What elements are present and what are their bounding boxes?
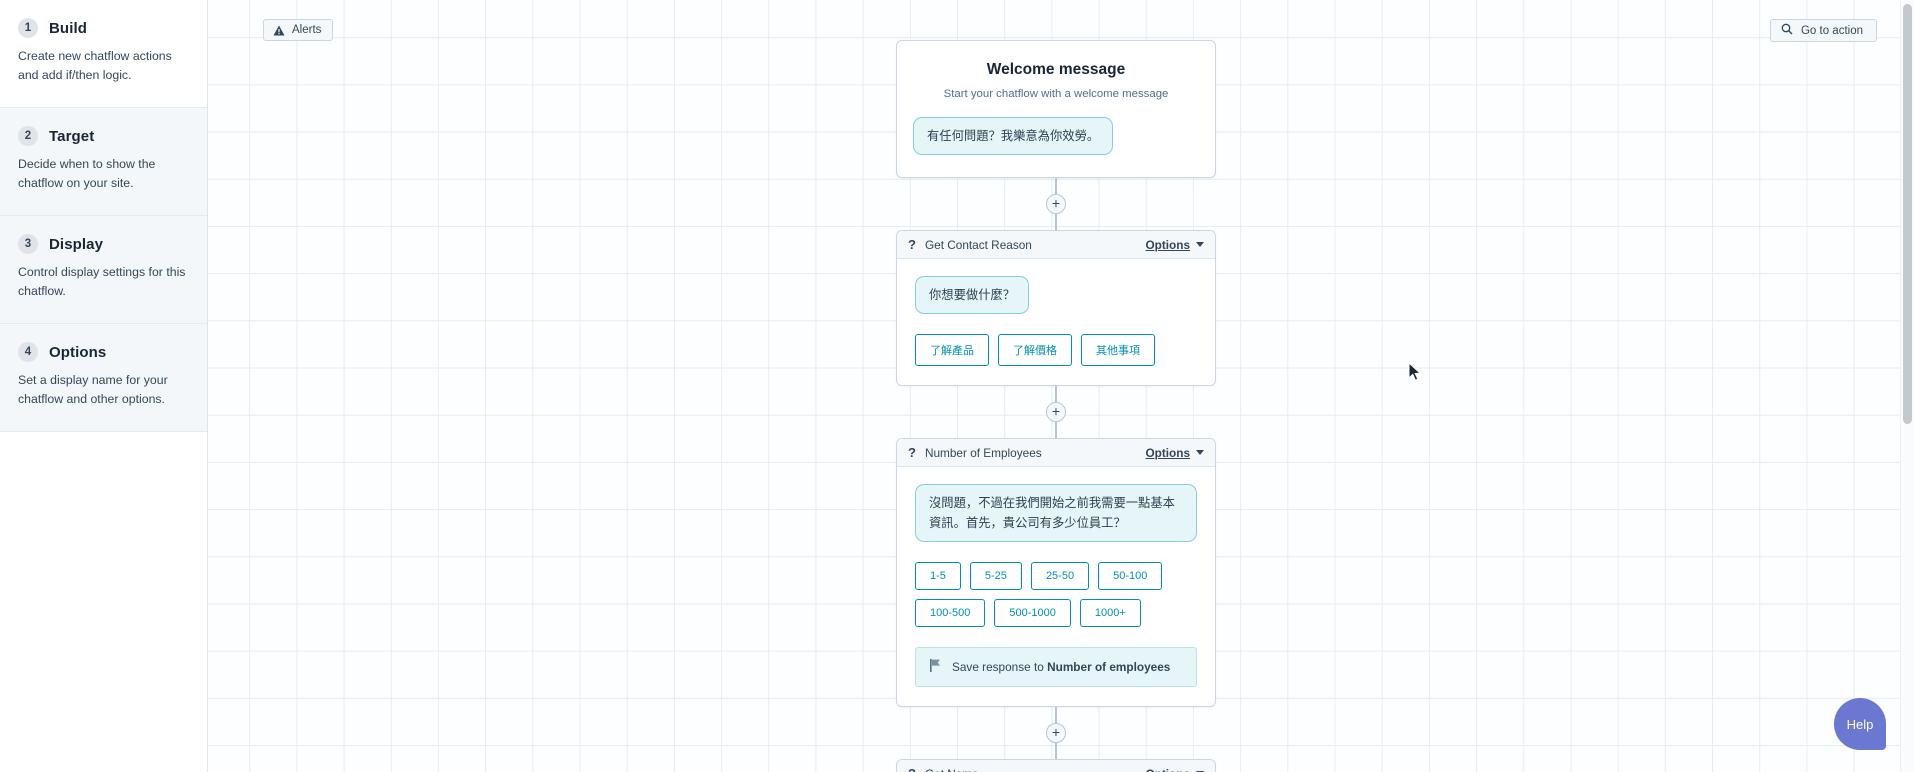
card-header: ? Number of Employees Options: [897, 439, 1215, 467]
question-mark-icon: ?: [908, 445, 916, 460]
card-header: ? Get Contact Reason Options: [897, 231, 1215, 259]
canvas-scrollbar[interactable]: [1900, 0, 1914, 772]
add-step-button[interactable]: +: [1046, 723, 1066, 743]
chevron-down-icon[interactable]: [1196, 450, 1204, 455]
sidebar-item-options[interactable]: 4 Options Set a display name for your ch…: [0, 324, 207, 432]
question-mark-icon: ?: [908, 237, 916, 252]
step-number-badge: 1: [18, 18, 38, 38]
flow-connector: +: [896, 386, 1216, 438]
sidebar-item-header: 1 Build: [18, 18, 189, 38]
sidebar-item-description: Set a display name for your chatflow and…: [18, 373, 168, 406]
flow-connector: +: [896, 707, 1216, 759]
welcome-title: Welcome message: [986, 61, 1126, 78]
quick-reply-chip[interactable]: 25-50: [1030, 562, 1090, 590]
go-to-action-button[interactable]: Go to action: [1769, 19, 1877, 42]
sidebar-item-label: Target: [49, 127, 95, 145]
save-response-text: Save response to Number of employees: [952, 660, 1170, 674]
help-button[interactable]: Help: [1834, 698, 1886, 750]
alerts-button[interactable]: Alerts: [263, 19, 334, 41]
card-body: 沒問題，不過在我們開始之前我需要一點基本資訊。首先，貴公司有多少位員工？ 1-5…: [897, 467, 1215, 706]
flow-canvas[interactable]: Alerts Go to action Welcome message Star…: [208, 0, 1914, 772]
sidebar: 1 Build Create new chatflow actions and …: [0, 0, 208, 772]
card-options-button[interactable]: Options: [1145, 237, 1190, 252]
step-number-badge: 4: [18, 342, 38, 362]
help-label: Help: [1846, 716, 1874, 732]
action-card-get-contact-reason[interactable]: ? Get Contact Reason Options 你想要做什麼？ 了解產…: [896, 230, 1216, 386]
warning-triangle-icon: [273, 25, 285, 36]
sidebar-item-label: Options: [49, 343, 107, 361]
action-card-get-name[interactable]: ? Get Name Options: [896, 759, 1216, 772]
card-body: 你想要做什麼？ 了解產品 了解價格 其他事項: [897, 259, 1215, 385]
bot-message-bubble[interactable]: 沒問題，不過在我們開始之前我需要一點基本資訊。首先，貴公司有多少位員工？: [915, 484, 1197, 542]
sidebar-item-description: Decide when to show the chatflow on your…: [18, 157, 156, 190]
quick-reply-chip[interactable]: 5-25: [969, 562, 1022, 590]
search-icon: [1781, 23, 1793, 38]
chevron-down-icon[interactable]: [1196, 242, 1204, 247]
quick-reply-chip[interactable]: 其他事項: [1081, 334, 1155, 366]
add-step-button[interactable]: +: [1046, 402, 1066, 422]
sidebar-item-build[interactable]: 1 Build Create new chatflow actions and …: [0, 0, 207, 108]
save-response-property: Number of employees: [1047, 660, 1171, 674]
welcome-message-bubble[interactable]: 有任何問題？我樂意為你效勞。: [913, 117, 1114, 155]
card-options-button[interactable]: Options: [1145, 767, 1190, 772]
step-number-badge: 3: [18, 234, 38, 254]
quick-reply-chip[interactable]: 了解價格: [998, 334, 1072, 366]
quick-reply-chips: 1-5 5-25 25-50 50-100 100-500 500-1000 1…: [915, 562, 1197, 627]
sidebar-item-display[interactable]: 3 Display Control display settings for t…: [0, 216, 207, 324]
quick-reply-chips: 了解產品 了解價格 其他事項: [915, 334, 1197, 366]
quick-reply-chip[interactable]: 1-5: [915, 562, 961, 590]
quick-reply-chip[interactable]: 了解產品: [915, 334, 989, 366]
sidebar-item-label: Display: [49, 235, 104, 253]
bot-message-bubble[interactable]: 你想要做什麼？: [915, 276, 1030, 314]
welcome-subtitle: Start your chatflow with a welcome messa…: [943, 88, 1169, 100]
alerts-label: Alerts: [292, 24, 322, 36]
sidebar-item-header: 4 Options: [18, 342, 189, 362]
sidebar-item-target[interactable]: 2 Target Decide when to show the chatflo…: [0, 108, 207, 216]
quick-reply-chip[interactable]: 100-500: [915, 599, 986, 627]
card-options-button[interactable]: Options: [1145, 445, 1190, 460]
card-title: Number of Employees: [924, 445, 1042, 460]
save-response-banner[interactable]: Save response to Number of employees: [915, 647, 1197, 687]
scrollbar-thumb[interactable]: [1903, 4, 1912, 424]
add-step-button[interactable]: +: [1046, 194, 1066, 214]
go-to-action-label: Go to action: [1800, 24, 1863, 37]
quick-reply-chip[interactable]: 50-100: [1098, 562, 1163, 590]
card-title: Get Contact Reason: [924, 237, 1032, 252]
card-title: Get Name: [925, 767, 1145, 772]
welcome-message-card[interactable]: Welcome message Start your chatflow with…: [896, 40, 1216, 178]
sidebar-item-label: Build: [49, 19, 87, 37]
step-number-badge: 2: [18, 126, 38, 146]
mouse-cursor: [1408, 361, 1422, 387]
flow-column: Welcome message Start your chatflow with…: [896, 40, 1216, 772]
card-header: ? Get Name Options: [897, 760, 1215, 772]
flag-icon: [930, 659, 941, 675]
action-card-number-of-employees[interactable]: ? Number of Employees Options 沒問題，不過在我們開…: [896, 438, 1216, 707]
quick-reply-chip[interactable]: 500-1000: [994, 599, 1071, 627]
sidebar-item-description: Create new chatflow actions and add if/t…: [18, 49, 172, 82]
sidebar-item-description: Control display settings for this chatfl…: [18, 265, 186, 298]
flow-connector: +: [896, 178, 1216, 230]
save-response-prefix: Save response to: [952, 660, 1044, 674]
sidebar-item-header: 3 Display: [18, 234, 189, 254]
sidebar-item-header: 2 Target: [18, 126, 189, 146]
quick-reply-chip[interactable]: 1000+: [1079, 599, 1141, 627]
question-mark-icon: ?: [908, 766, 916, 772]
